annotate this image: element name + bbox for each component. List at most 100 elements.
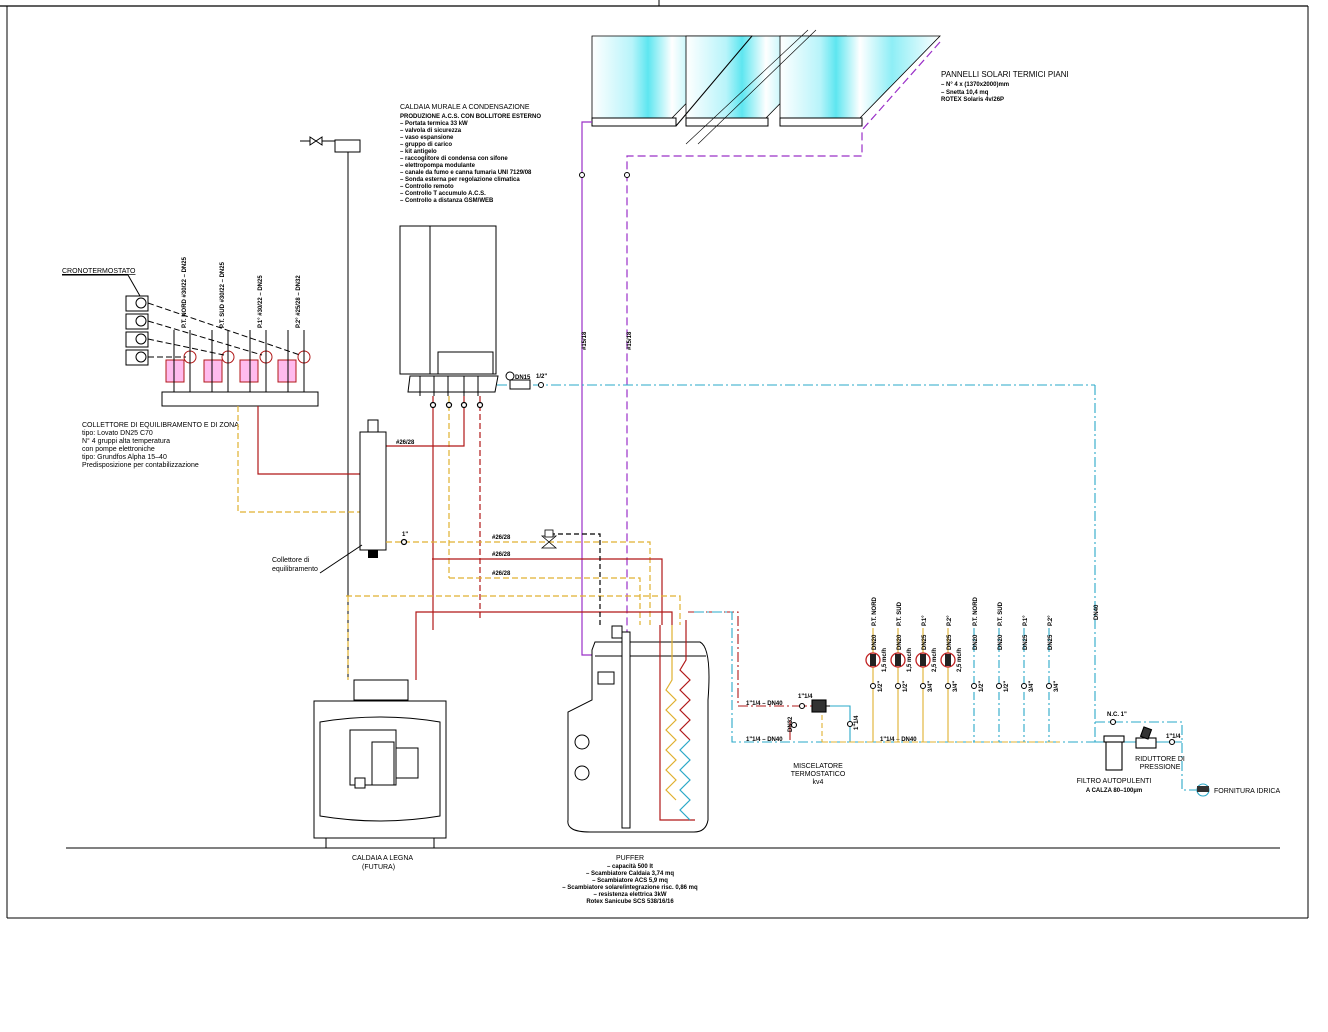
outlet-size-label: 1/2" xyxy=(979,681,985,692)
svg-text:– gruppo di carico: – gruppo di carico xyxy=(400,142,452,148)
svg-text:tipo: Lovato DN25 C70: tipo: Lovato DN25 C70 xyxy=(82,430,153,437)
puffer-label: PUFFER – capacità 500 lt – Scambiatore C… xyxy=(562,855,698,905)
valve-icon xyxy=(1021,683,1027,689)
sheet-frame xyxy=(0,0,1309,919)
svg-text:P.1° #30/22 – DN25: P.1° #30/22 – DN25 xyxy=(258,275,264,328)
svg-text:PRESSIONE: PRESSIONE xyxy=(1140,764,1181,771)
chronothermostat-label: CRONOTERMOSTATO xyxy=(62,268,136,275)
svg-text:Collettore di: Collettore di xyxy=(272,557,310,564)
chronothermostats xyxy=(125,295,149,366)
outlet-zone-label: P.T. NORD xyxy=(973,596,979,626)
svg-text:– Scambiatore ACS 5,9 mq: – Scambiatore ACS 5,9 mq xyxy=(592,878,668,884)
solar-valve-2 xyxy=(624,172,630,178)
outlet-size-label: 3/4" xyxy=(928,681,934,692)
outlet-size-label: 1/2" xyxy=(1004,681,1010,692)
svg-text:TERMOSTATICO: TERMOSTATICO xyxy=(791,771,846,778)
outlet-zone-label: P.T. NORD xyxy=(872,596,878,626)
water-supply-label: FORNITURA IDRICA xyxy=(1214,788,1280,795)
pipe-label: #26/28 xyxy=(492,535,511,541)
outlet-zone-label: P.2° xyxy=(1048,615,1054,626)
outlet-size-label: 1/2" xyxy=(878,681,884,692)
reducer-label: RIDUTTORE DI PRESSIONE xyxy=(1135,756,1185,771)
dhw-pipes xyxy=(688,611,1095,743)
pipe-label: DN40 xyxy=(1094,604,1100,620)
valve-icon xyxy=(945,683,951,689)
svg-text:CALDAIA MURALE A CONDENSAZIONE: CALDAIA MURALE A CONDENSAZIONE xyxy=(400,104,530,111)
pipe-label: DN32 xyxy=(788,716,794,732)
svg-text:– Controllo T accumulo A.C.S.: – Controllo T accumulo A.C.S. xyxy=(400,191,486,197)
valve-icon xyxy=(971,683,977,689)
svg-text:– Sonda esterna per regolazion: – Sonda esterna per regolazione climatic… xyxy=(400,177,520,183)
valve-icon xyxy=(1046,683,1052,689)
wall-boiler xyxy=(399,225,499,396)
outlet-dn-label: DN25 xyxy=(1048,634,1054,650)
solar-panel-3 xyxy=(779,35,941,119)
svg-text:– kit antigelo: – kit antigelo xyxy=(400,149,437,155)
svg-text:con pompe elettroniche: con pompe elettroniche xyxy=(82,446,155,453)
svg-text:1/2": 1/2" xyxy=(536,374,547,380)
mixer-label: MISCELATORE TERMOSTATICO kv4 xyxy=(791,763,846,786)
svg-text:– Scambiatore solare/integrazi: – Scambiatore solare/integrazione risc. … xyxy=(562,885,698,891)
panel-frame-2 xyxy=(685,117,769,127)
valve-size: 1"1/4 xyxy=(854,715,860,730)
svg-text:– vaso espansione: – vaso espansione xyxy=(400,135,454,141)
svg-text:– Snetta 10,4 mq: – Snetta 10,4 mq xyxy=(941,90,989,96)
outlet-zone-label: P.2° xyxy=(947,615,953,626)
svg-text:– valvola di sicurezza: – valvola di sicurezza xyxy=(400,128,462,134)
outlet-dn-label: DN25 xyxy=(922,634,928,650)
outlet-dn-label: DN25 xyxy=(1023,634,1029,650)
safety-valve-group xyxy=(300,136,361,680)
valve-icon xyxy=(870,683,876,689)
manifold-pipes xyxy=(237,406,360,513)
svg-text:– canale da fumo e canna fumar: – canale da fumo e canna fumaria UNI 712… xyxy=(400,170,532,176)
svg-text:– Controllo remoto: – Controllo remoto xyxy=(400,184,454,190)
pipe-label: #26/28 xyxy=(492,571,511,577)
svg-text:#26/28: #26/28 xyxy=(396,440,415,446)
svg-text:Rotex Sanicube SCS 538/16/16: Rotex Sanicube SCS 538/16/16 xyxy=(586,899,674,905)
svg-text:– capacità 500 lt: – capacità 500 lt xyxy=(607,864,653,870)
outlet-dn-label: DN20 xyxy=(897,634,903,650)
leader-line xyxy=(127,274,141,297)
svg-text:CALDAIA A LEGNA: CALDAIA A LEGNA xyxy=(352,855,413,862)
distribution-pipes xyxy=(346,529,681,680)
svg-text:equilibramento: equilibramento xyxy=(272,566,318,573)
svg-text:RIDUTTORE DI: RIDUTTORE DI xyxy=(1135,756,1185,763)
valve-size: N.C. 1" xyxy=(1107,712,1127,718)
svg-text:PRODUZIONE A.C.S. CON BOLLITOR: PRODUZIONE A.C.S. CON BOLLITORE ESTERNO xyxy=(400,114,541,120)
svg-text:PUFFER: PUFFER xyxy=(616,855,644,862)
svg-text:tipo: Grundfos Alpha 15–40: tipo: Grundfos Alpha 15–40 xyxy=(82,454,167,461)
panel-frame-3 xyxy=(779,117,863,127)
svg-text:P.T. NORD #30/22 – DN25: P.T. NORD #30/22 – DN25 xyxy=(182,256,188,328)
valve-size: 1"1/4 xyxy=(1166,734,1181,740)
outlet-flow-label: 2,5 mc/h xyxy=(932,648,938,672)
svg-text:A CALZA 80–100µm: A CALZA 80–100µm xyxy=(1086,788,1142,794)
filter-label: FILTRO AUTOPULENTI A CALZA 80–100µm xyxy=(1077,778,1152,794)
valve-size: 1" xyxy=(402,532,408,538)
svg-text:DN15: DN15 xyxy=(515,375,531,381)
pipe-label: 1"1/4 – DN40 xyxy=(746,737,783,743)
balancing-header xyxy=(359,419,387,558)
svg-text:P.2° #25/28 – DN32: P.2° #25/28 – DN32 xyxy=(296,275,302,328)
outlet-size-label: 1/2" xyxy=(903,681,909,692)
svg-text:N° 4 gruppi alta temperatura: N° 4 gruppi alta temperatura xyxy=(82,437,170,445)
svg-text:COLLETTORE DI EQUILIBRAMENTO E: COLLETTORE DI EQUILIBRAMENTO E DI ZONA xyxy=(82,422,239,429)
boiler-pipes xyxy=(376,396,484,630)
svg-text:kv4: kv4 xyxy=(813,779,824,786)
svg-text:– Scambiatore Caldaia 3,74 mq: – Scambiatore Caldaia 3,74 mq xyxy=(586,871,674,877)
panel-frame-1 xyxy=(591,117,677,127)
svg-text:– N° 4 x (1370x2000)mm: – N° 4 x (1370x2000)mm xyxy=(941,82,1009,88)
valve-icon xyxy=(920,683,926,689)
valve-size: 1"1/4 xyxy=(798,694,813,700)
zone-manifold-label: COLLETTORE DI EQUILIBRAMENTO E DI ZONA t… xyxy=(82,422,239,469)
balancing-header-label: Collettore di equilibramento xyxy=(272,544,363,574)
zone-labels: P.T. NORD #30/22 – DN25 P.T. SUD #30/22 … xyxy=(182,256,302,328)
outlet-flow-label: 1,5 mc/h xyxy=(907,648,913,672)
svg-text:#15/18: #15/18 xyxy=(582,331,588,350)
solar-valve-1 xyxy=(579,172,585,178)
